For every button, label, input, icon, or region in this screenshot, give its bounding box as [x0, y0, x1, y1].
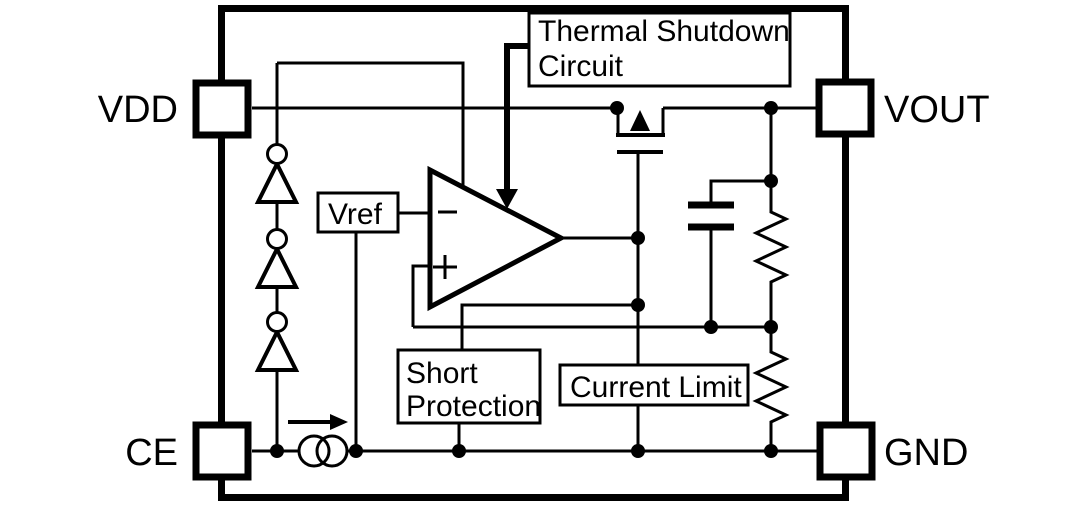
short-protection-block: Short Protection [396, 348, 542, 425]
diode-circle-1 [266, 143, 288, 165]
junction-divider-bottom-node [764, 444, 778, 458]
gnd-pin-label: GND [884, 432, 968, 474]
pin-pads [192, 78, 876, 481]
current-source-fill-2 [317, 436, 347, 466]
feedback-resistor-lower [752, 327, 790, 451]
reference-diode-stack [254, 143, 300, 372]
junction-vout-node [764, 101, 778, 115]
pin-labels: VDD CE VOUT GND [98, 89, 990, 474]
wire-cap-top-lead [709, 179, 771, 202]
junction-vref-rail-node [349, 444, 363, 458]
error-amplifier [427, 165, 567, 312]
current-limit-box [558, 363, 750, 407]
vout-pin-pad [815, 78, 875, 138]
chip-outline [218, 5, 849, 501]
short-protection-label-line1: Short [406, 357, 478, 390]
diode-triangle-1 [254, 159, 300, 204]
diode-triangle-3 [254, 327, 300, 372]
short-protection-box [396, 348, 542, 425]
bias-current-source [288, 414, 349, 468]
thermal-shutdown-label-line2: Circuit [538, 50, 624, 83]
junction-cap-bottom-node [704, 320, 718, 334]
vref-label: Vref [328, 198, 383, 231]
vref-box [316, 191, 400, 234]
vref-block: Vref [316, 191, 400, 234]
ce-pin-label: CE [125, 432, 178, 474]
current-arrow-head [330, 414, 348, 430]
junction-dots [270, 101, 778, 458]
ce-pin-pad [192, 421, 252, 481]
mosfet-arrow [630, 110, 650, 131]
thermal-shutdown-arrow [496, 43, 529, 209]
junction-ce-diode-node [270, 444, 284, 458]
wire-plus-input [411, 264, 430, 327]
compensation-capacitor [688, 201, 734, 231]
thermal-shutdown-block: Thermal Shutdown Circuit [527, 11, 792, 88]
junction-source-node [610, 101, 624, 115]
gnd-pin-pad [816, 421, 876, 481]
diode-circle-3 [266, 311, 288, 333]
current-limit-label: Current Limit [570, 371, 742, 404]
thermal-shutdown-box [527, 11, 792, 88]
opamp-triangle [427, 165, 567, 312]
junction-current-limit-node [631, 444, 645, 458]
junction-divider-mid-node [764, 320, 778, 334]
thermal-shutdown-label-line1: Thermal Shutdown [538, 15, 790, 48]
diode-circle-2 [266, 228, 288, 250]
current-source-circle-2 [315, 434, 349, 468]
short-protection-label-line2: Protection [406, 390, 541, 423]
junction-short-protection-node [452, 444, 466, 458]
current-limit-block: Current Limit [558, 363, 750, 407]
feedback-resistor-upper [752, 181, 790, 327]
vdd-pin-label: VDD [98, 89, 178, 131]
wire-short-protection-tap [460, 303, 638, 350]
current-source-circle-1 [297, 434, 331, 468]
vdd-pin-pad [192, 79, 252, 139]
thermal-arrow-shaft [504, 43, 529, 192]
diode-triangle-2 [254, 244, 300, 289]
thermal-arrow-head [496, 189, 518, 209]
wire-bias-to-opamp [277, 61, 465, 186]
junction-opamp-output-node [631, 231, 645, 245]
vout-pin-label: VOUT [884, 89, 990, 131]
junction-cap-top-node [764, 174, 778, 188]
pass-transistor [616, 108, 665, 154]
junction-gate-tap-node [631, 298, 645, 312]
